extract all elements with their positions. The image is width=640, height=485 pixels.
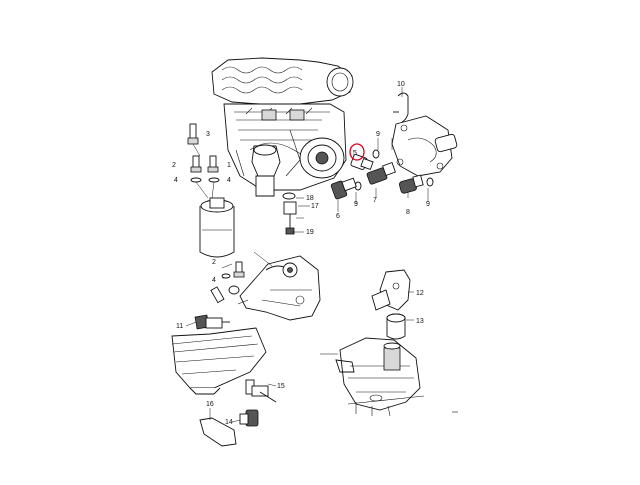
callout-4a: 4 bbox=[174, 177, 178, 184]
callout-17: 17 bbox=[311, 203, 319, 210]
callout-3: 3 bbox=[206, 131, 210, 138]
bushing-13 bbox=[386, 313, 414, 340]
filter-canister bbox=[199, 197, 235, 258]
callout-4b: 4 bbox=[227, 177, 231, 184]
callout-1: 1 bbox=[227, 162, 231, 169]
callout-4c: 4 bbox=[212, 277, 216, 284]
actuator-12 bbox=[371, 269, 414, 311]
sensor-15 bbox=[245, 379, 277, 403]
lower-shield bbox=[171, 327, 267, 395]
callout-15: 15 bbox=[277, 383, 285, 390]
callout-18: 18 bbox=[306, 195, 314, 202]
callout-6: 6 bbox=[336, 213, 340, 220]
highlight-ring bbox=[349, 143, 365, 161]
connector-11 bbox=[185, 314, 230, 330]
callout-16: 16 bbox=[206, 401, 214, 408]
callout-labels: 1 2 3 4 4 5 6 7 8 9 9 9 10 17 18 19 2 4 … bbox=[172, 81, 430, 426]
callout-12: 12 bbox=[416, 290, 424, 297]
callout-19: 19 bbox=[306, 229, 314, 236]
sensor-14 bbox=[231, 409, 259, 427]
callout-5: 5 bbox=[353, 150, 357, 157]
temperature-sender-5 bbox=[349, 143, 374, 171]
temperature-sender-8 bbox=[398, 174, 424, 194]
callout-14: 14 bbox=[225, 419, 233, 426]
callout-11: 11 bbox=[176, 323, 183, 330]
bracket-16 bbox=[199, 408, 237, 447]
callout-9c: 9 bbox=[426, 201, 430, 208]
temperature-sender-7 bbox=[366, 162, 396, 185]
lower-switch-group bbox=[210, 261, 245, 304]
pressure-switch-group bbox=[187, 123, 220, 199]
bracket-assembly-17 bbox=[282, 192, 310, 235]
temperature-sender-6 bbox=[330, 177, 357, 200]
callout-13: 13 bbox=[416, 318, 424, 325]
transmission-housing bbox=[320, 337, 458, 417]
engine-mount-bracket bbox=[237, 255, 321, 321]
callout-10: 10 bbox=[397, 81, 405, 88]
engine-assembly bbox=[211, 57, 354, 197]
coolant-flange-assembly bbox=[391, 92, 458, 177]
callout-2b: 2 bbox=[212, 259, 216, 266]
callout-9b: 9 bbox=[354, 201, 358, 208]
callout-9a: 9 bbox=[376, 131, 380, 138]
callout-2a: 2 bbox=[172, 162, 176, 169]
callout-8: 8 bbox=[406, 209, 410, 216]
callout-7: 7 bbox=[373, 197, 377, 204]
